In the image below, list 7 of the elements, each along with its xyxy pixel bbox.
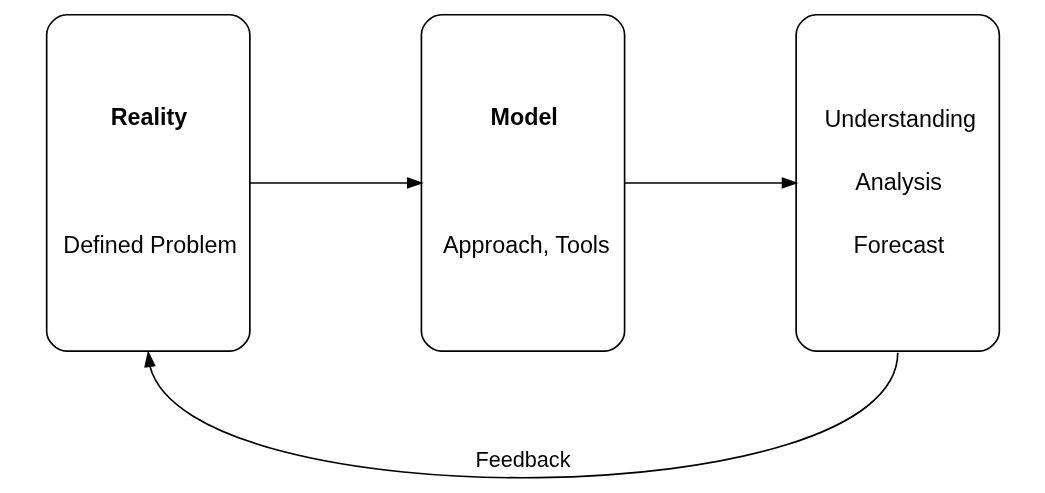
arrow bbox=[623, 177, 798, 189]
node-box: Model Approach, Tools bbox=[420, 13, 625, 353]
node-box: Understanding Analysis Forecast bbox=[794, 13, 1000, 353]
arrow bbox=[248, 177, 424, 189]
node-box: Reality Defined Problem bbox=[45, 13, 251, 353]
arrow bbox=[143, 350, 899, 479]
edge-label: Feedback bbox=[474, 446, 571, 472]
